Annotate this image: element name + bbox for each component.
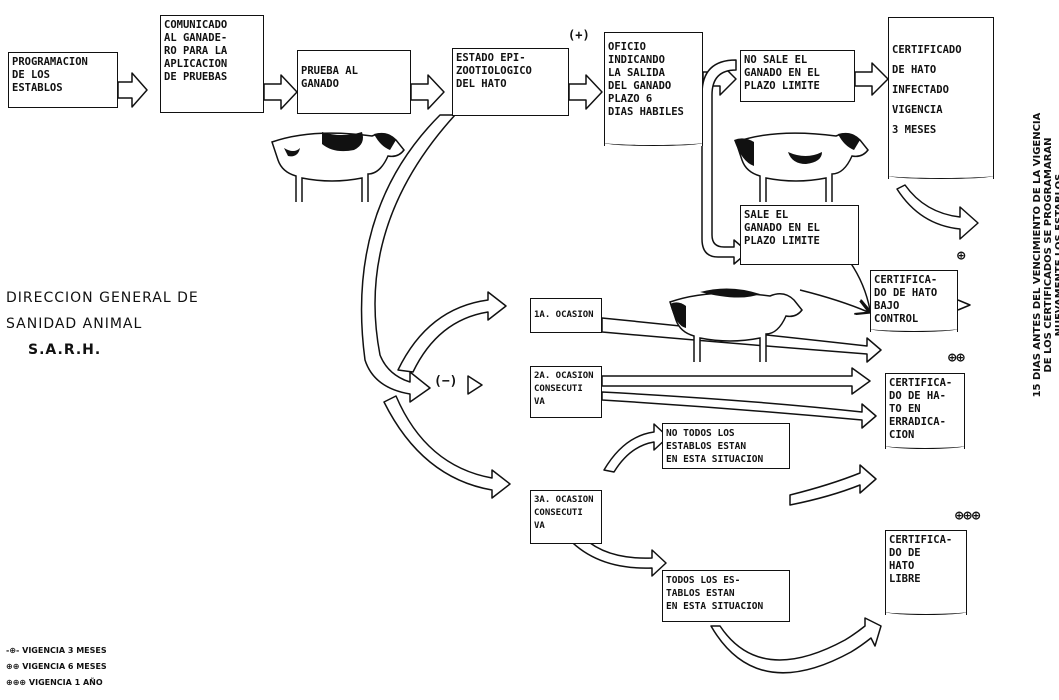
legend-row: -⊕- VIGENCIA 3 MESES (6, 646, 107, 655)
legend-symbol: ⊕⊕ (6, 662, 19, 671)
symbol-1-year: ⊕⊕⊕ (955, 508, 980, 524)
box-ocasion2: 2a. OCASION CONSECUTI VA (530, 366, 602, 418)
legend-text: VIGENCIA 1 AÑO (29, 678, 103, 687)
curved-arrow (897, 185, 978, 239)
box-ocasion3: 3a. OCASION CONSECUTI VA (530, 490, 602, 544)
legend-row: ⊕⊕⊕ VIGENCIA 1 AÑO (6, 678, 103, 687)
symbol-3-months: ⊕ (957, 248, 965, 264)
cow-illustration (660, 282, 810, 362)
line-arrow (800, 290, 868, 312)
symbol-6-months: ⊕⊕ (948, 350, 965, 366)
block-arrow (855, 63, 888, 95)
box-cert-erradicacion: CERTIFICA- DO DE HA- TO EN ERRADICA- CIO… (885, 373, 965, 449)
block-arrow (411, 75, 444, 109)
box-programacion: PROGRAMACION DE LOS ESTABLOS (8, 52, 118, 108)
block-arrow (468, 376, 482, 394)
box-no-sale: NO SALE EL GANADO EN EL PLAZO LIMITE (740, 50, 855, 102)
box-estado: ESTADO EPI- ZOOTIOLOGICO DEL HATO (452, 48, 569, 116)
box-cert-infectado: CERTIFICADO DE HATO INFECTADO VIGENCIA 3… (888, 17, 994, 179)
box-sale: SALE EL GANADO EN EL PLAZO LIMITE (740, 205, 859, 265)
title-line-3: S.A.R.H. (28, 342, 101, 358)
legend-symbol: -⊕- (6, 646, 19, 655)
box-no-todos: NO TODOS LOS ESTABLOS ESTAN EN ESTA SITU… (662, 423, 790, 469)
legend-symbol: ⊕⊕⊕ (6, 678, 26, 687)
curved-arrow (398, 292, 506, 372)
side-note: 15 DIAS ANTES DEL VENCIMIENTO DE LA VIGE… (1032, 105, 1059, 405)
box-comunicado: COMUNICADO AL GANADE- RO PARA LA APLICAC… (160, 15, 264, 113)
curved-arrow (711, 618, 881, 673)
negative-label: (−) (434, 374, 457, 389)
legend-text: VIGENCIA 6 MESES (22, 662, 106, 671)
box-cert-libre: CERTIFICA- DO DE HATO LIBRE (885, 530, 967, 615)
line-arrow (850, 262, 870, 310)
legend-row: ⊕⊕ VIGENCIA 6 MESES (6, 662, 107, 671)
block-arrow (264, 75, 297, 109)
cow-illustration (726, 122, 876, 202)
curved-arrow (604, 424, 668, 472)
cow-illustration (262, 122, 412, 202)
wide-arrow (602, 368, 870, 394)
box-todos: TODOS LOS ES- TABLOS ESTAN EN ESTA SITUA… (662, 570, 790, 622)
block-arrow (569, 75, 602, 109)
title-line-2: SANIDAD ANIMAL (6, 316, 142, 332)
wide-arrow (790, 465, 876, 505)
curved-arrow (384, 396, 510, 498)
box-cert-bajo-control: CERTIFICA- DO DE HATO BAJO CONTROL (870, 270, 958, 332)
box-ocasion1: 1a. OCASION (530, 298, 602, 333)
title-line-1: DIRECCION GENERAL DE (6, 290, 199, 306)
legend-text: VIGENCIA 3 MESES (22, 646, 106, 655)
block-arrow (118, 73, 147, 107)
line-arrow (958, 300, 970, 310)
positive-label: (+) (568, 28, 590, 42)
box-oficio: OFICIO INDICANDO LA SALIDA DEL GANADO PL… (604, 32, 703, 146)
box-prueba: PRUEBA AL GANADO (297, 50, 411, 114)
